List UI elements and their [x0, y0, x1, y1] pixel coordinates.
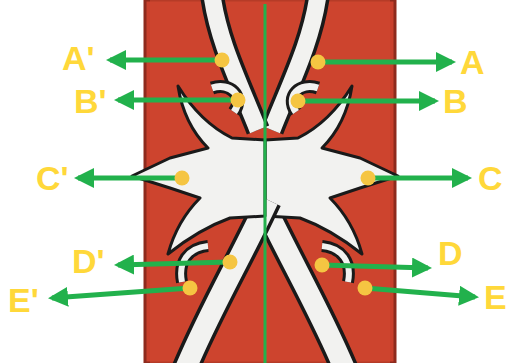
point-label: C': [36, 161, 69, 195]
point-label: E': [8, 283, 39, 317]
point-label: D': [72, 244, 105, 278]
point-label: C: [478, 161, 503, 195]
point-label: E: [484, 280, 507, 314]
point-label: D: [438, 236, 463, 270]
point-label: B: [443, 84, 468, 118]
point-label: A': [62, 41, 95, 75]
point-label: A: [460, 45, 485, 79]
point-label: B': [74, 84, 107, 118]
